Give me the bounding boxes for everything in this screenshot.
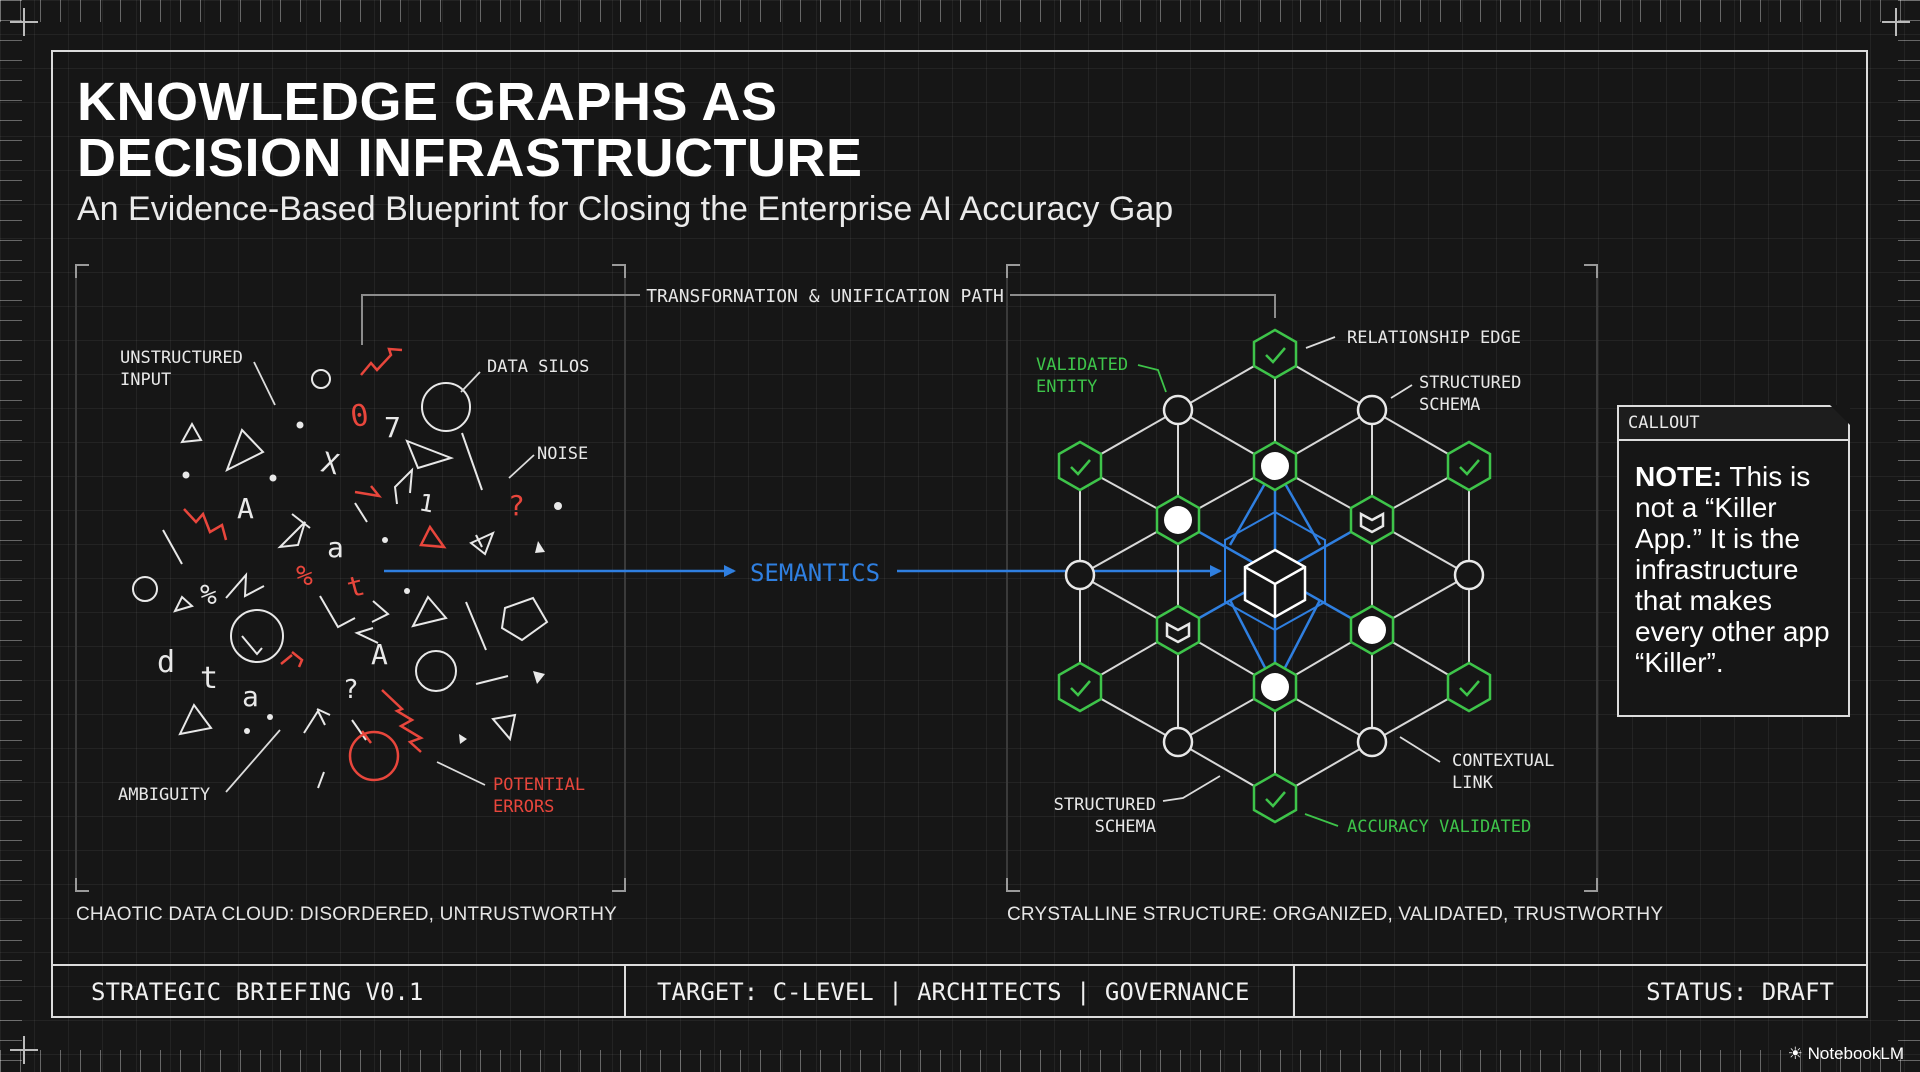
callout-corner-notch [1830, 405, 1850, 425]
right-ruler [1898, 0, 1920, 1072]
footer-divider [624, 966, 626, 1018]
label-relationship-edge: RELATIONSHIP EDGE [1347, 328, 1521, 348]
label-structured-schema-top-1: STRUCTURED [1419, 373, 1521, 393]
callout-note-label: NOTE: [1635, 461, 1723, 492]
label-ambiguity: AMBIGUITY [118, 785, 210, 805]
label-contextual-link-2: LINK [1452, 773, 1494, 793]
callout-body: NOTE: This is not a “Killer App.” It is … [1619, 441, 1848, 678]
knowledge-graph [1057, 328, 1492, 824]
chaos-glyph-11: t [200, 661, 218, 696]
footer-bar: STRATEGIC BRIEFING V0.1 TARGET: C-LEVEL … [51, 964, 1868, 1018]
chaos-glyph-4: a [327, 531, 344, 564]
chaos-cloud: 0 7 X A a 1 ? % % t d t a A ? [132, 347, 562, 789]
page-title: KNOWLEDGE GRAPHS AS DECISION INFRASTRUCT… [77, 72, 863, 188]
notebooklm-brand: ☀ NotebookLM [1788, 1044, 1904, 1064]
chaos-glyph-6: ? [508, 489, 525, 522]
left-ruler [0, 0, 22, 1072]
footer-divider [1293, 966, 1295, 1018]
crosshair-icon [10, 1036, 38, 1064]
label-validated-entity-1: VALIDATED [1036, 355, 1128, 375]
label-data-silos: DATA SILOS [487, 357, 589, 377]
crosshair-icon [1882, 8, 1910, 36]
label-potential-errors-2: ERRORS [493, 797, 554, 817]
left-leader-lines [225, 361, 535, 793]
footer-briefing-version: STRATEGIC BRIEFING V0.1 [91, 978, 424, 1006]
label-validated-entity-2: ENTITY [1036, 377, 1097, 397]
callout-heading: CALLOUT [1619, 407, 1848, 441]
slide-frame [51, 50, 1868, 1018]
chaos-glyph-1: 7 [384, 411, 401, 444]
chaos-glyph-5: 1 [417, 488, 436, 518]
chaos-glyph-7: % [200, 578, 217, 611]
label-accuracy-validated: ACCURACY VALIDATED [1347, 817, 1531, 837]
footer-status: STATUS: DRAFT [1646, 978, 1834, 1006]
right-panel-caption: CRYSTALLINE STRUCTURE: ORGANIZED, VALIDA… [1007, 904, 1664, 925]
schema-nodes [1064, 394, 1485, 758]
label-contextual-link-1: CONTEXTUAL [1452, 751, 1554, 771]
label-unstructured-input-1: UNSTRUCTURED [120, 348, 243, 368]
bottom-ruler [0, 1050, 1920, 1072]
callout-box: CALLOUT NOTE: This is not a “Killer App.… [1617, 405, 1850, 717]
right-panel-frame [1006, 264, 1598, 892]
label-structured-schema-bottom-1: STRUCTURED [1054, 795, 1156, 815]
chaos-glyph-12: a [242, 680, 259, 713]
active-nodes [1164, 452, 1386, 701]
path-bracket [361, 294, 1276, 345]
chaos-glyph-14: ? [343, 675, 359, 705]
center-cube-icon [1243, 548, 1307, 619]
chaos-glyph-3: A [237, 492, 254, 525]
chaos-glyph-13: A [371, 638, 388, 671]
crosshair-icon [10, 8, 38, 36]
label-noise: NOISE [537, 444, 588, 464]
label-unstructured-input-2: INPUT [120, 370, 171, 390]
chaos-glyph-0: 0 [348, 398, 371, 435]
chaos-glyph-10: d [157, 645, 175, 680]
check-icon [1070, 347, 1480, 808]
chaos-glyph-2: X [319, 446, 342, 482]
right-leader-lines [1137, 336, 1441, 827]
notebooklm-logo-icon: ☀ [1787, 1044, 1808, 1063]
left-panel-caption: CHAOTIC DATA CLOUD: DISORDERED, UNTRUSTW… [76, 904, 618, 925]
left-panel-frame [75, 264, 626, 892]
top-ruler [0, 0, 1920, 22]
brand-label: NotebookLM [1807, 1044, 1904, 1063]
label-structured-schema-top-2: SCHEMA [1419, 395, 1480, 415]
chaos-glyph-9: t [343, 569, 368, 605]
semantics-label: SEMANTICS [750, 559, 880, 587]
chaos-glyph-8: % [296, 559, 313, 592]
footer-target-audience: TARGET: C-LEVEL | ARCHITECTS | GOVERNANC… [657, 978, 1250, 1006]
label-structured-schema-bottom-2: SCHEMA [1095, 817, 1156, 837]
path-label: TRANSFORNATION & UNIFICATION PATH [646, 286, 1004, 307]
page-subtitle: An Evidence-Based Blueprint for Closing … [77, 190, 1174, 228]
callout-note-text: This is not a “Killer App.” It is the in… [1635, 461, 1830, 678]
label-potential-errors-1: POTENTIAL [493, 775, 585, 795]
